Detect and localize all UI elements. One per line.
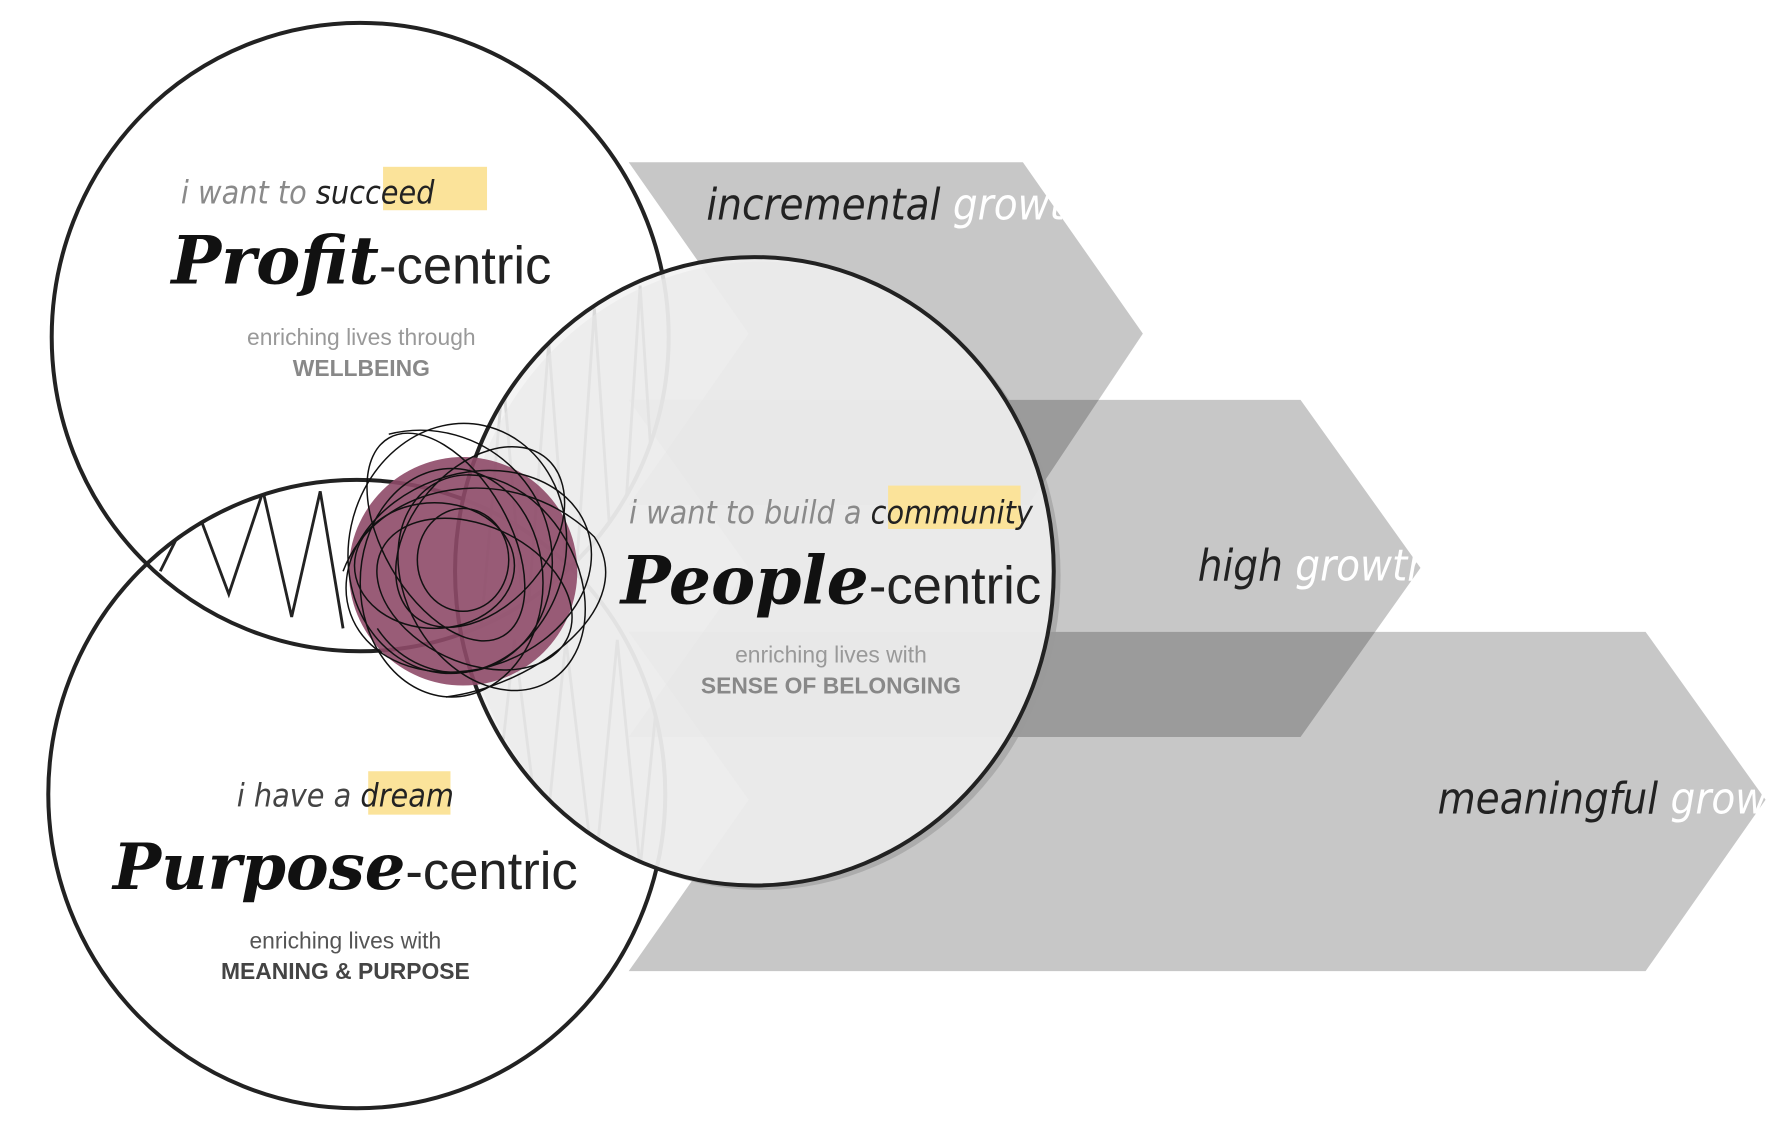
profit-text: i want to succeed Profit-centric enrichi… bbox=[169, 166, 551, 381]
people-intro: i want to build a community bbox=[629, 493, 1034, 531]
people-line2: SENSE OF BELONGING bbox=[701, 673, 961, 699]
profit-intro: i want to succeed bbox=[181, 173, 435, 211]
profit-title: Profit-centric bbox=[169, 221, 551, 299]
people-line1: enriching lives with bbox=[735, 642, 927, 668]
chevron-label-incremental: incremental growth bbox=[706, 180, 1089, 230]
purpose-line2: MEANING & PURPOSE bbox=[221, 958, 470, 984]
profit-line2: WELLBEING bbox=[293, 355, 430, 381]
chevron-label-meaningful: meaningful growth bbox=[1438, 775, 1783, 825]
purpose-text: i have a dream Purpose-centric enriching… bbox=[111, 771, 578, 984]
people-title: People-centric bbox=[619, 541, 1041, 619]
chevron-label-high: high growth bbox=[1198, 541, 1432, 591]
people-text: i want to build a community People-centr… bbox=[619, 485, 1041, 699]
core-scribble bbox=[342, 422, 607, 698]
hatch-top-bottom bbox=[158, 486, 345, 629]
profit-line1: enriching lives through bbox=[247, 324, 476, 350]
purpose-line1: enriching lives with bbox=[249, 927, 441, 953]
purpose-intro: i have a dream bbox=[237, 777, 454, 815]
purpose-title: Purpose-centric bbox=[111, 830, 578, 905]
